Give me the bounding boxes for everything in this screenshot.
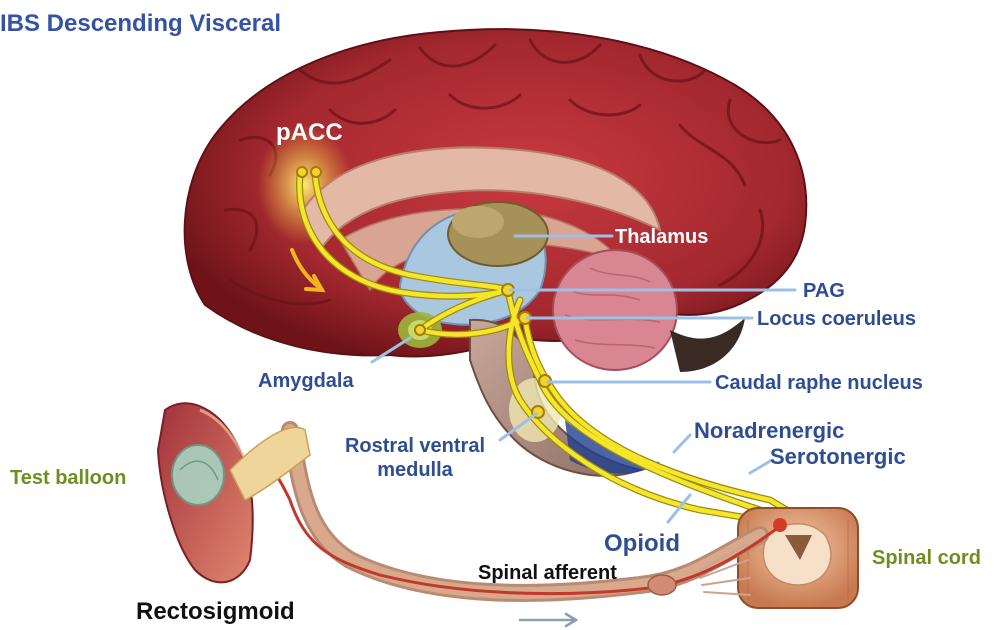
label-spinal-cord: Spinal cord (872, 548, 981, 568)
label-rostral-ventral-medulla-line1: Rostral ventral (330, 436, 500, 456)
label-serotonergic: Serotonergic (770, 446, 906, 468)
label-pacc: pACC (276, 121, 343, 145)
label-opioid: Opioid (604, 532, 680, 556)
flow-arrow (520, 614, 576, 626)
label-caudal-raphe-nucleus: Caudal raphe nucleus (715, 373, 923, 393)
label-noradrenergic: Noradrenergic (694, 420, 844, 442)
label-test-balloon: Test balloon (10, 468, 126, 488)
label-rostral-ventral-medulla: Rostral ventral medulla (330, 436, 500, 480)
label-rectosigmoid: Rectosigmoid (136, 600, 295, 624)
spinal-cord-illustration (738, 508, 858, 608)
label-rostral-ventral-medulla-line2: medulla (330, 460, 500, 480)
label-thalamus: Thalamus (615, 227, 708, 247)
label-locus-coeruleus: Locus coeruleus (757, 309, 916, 329)
label-pag: PAG (803, 281, 845, 301)
label-spinal-afferent: Spinal afferent (478, 563, 617, 583)
page-title: IBS Descending Visceral (0, 12, 281, 36)
label-amygdala: Amygdala (258, 371, 354, 391)
